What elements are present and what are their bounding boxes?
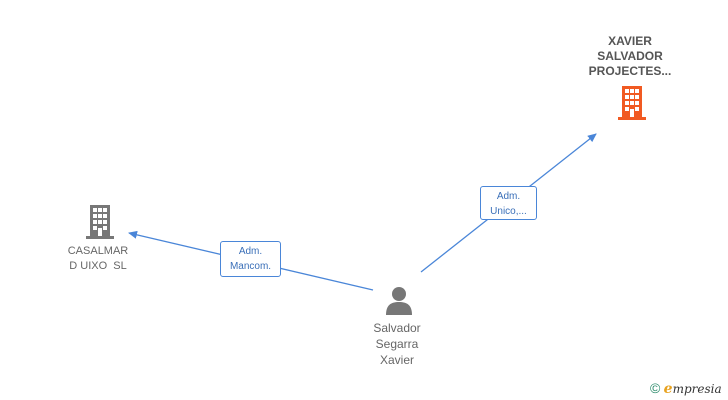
node-label-line: D UIXO SL — [69, 260, 127, 272]
edge-label-line: Adm. — [238, 246, 263, 257]
edge-label-line: Mancom. — [229, 261, 272, 272]
person-icon[interactable] — [385, 286, 413, 316]
building-icon[interactable] — [616, 86, 648, 120]
node-label-line: Xavier — [379, 353, 414, 367]
edge-label-adm-mancom[interactable]: Adm. Mancom. — [220, 241, 281, 277]
node-label-line: PROJECTES... — [588, 64, 672, 78]
node-label-xavier-salvador-projectes[interactable]: XAVIER SALVADOR PROJECTES... — [570, 34, 690, 79]
node-label-line: XAVIER — [608, 34, 652, 48]
node-label-line: CASALMAR — [67, 245, 129, 257]
node-label-line: Salvador — [373, 321, 421, 335]
edge-label-adm-unico[interactable]: Adm. Unico,... — [480, 186, 537, 220]
edge-label-line: Adm. — [496, 191, 521, 202]
node-label-line: Segarra — [375, 337, 419, 351]
brand-logo: empresia — [663, 381, 722, 397]
copyright-icon: © — [650, 380, 661, 396]
edge-label-line: Unico,... — [490, 206, 527, 217]
brand-initial: e — [663, 381, 673, 397]
building-icon[interactable] — [84, 205, 116, 239]
node-label-salvador-segarra-xavier[interactable]: Salvador Segarra Xavier — [352, 320, 442, 368]
brand-name: mpresia — [672, 382, 722, 396]
node-label-line: SALVADOR — [597, 49, 663, 63]
node-label-casalmar[interactable]: CASALMAR D UIXO SL — [50, 244, 146, 274]
footer-brand: © empresia — [650, 380, 722, 397]
